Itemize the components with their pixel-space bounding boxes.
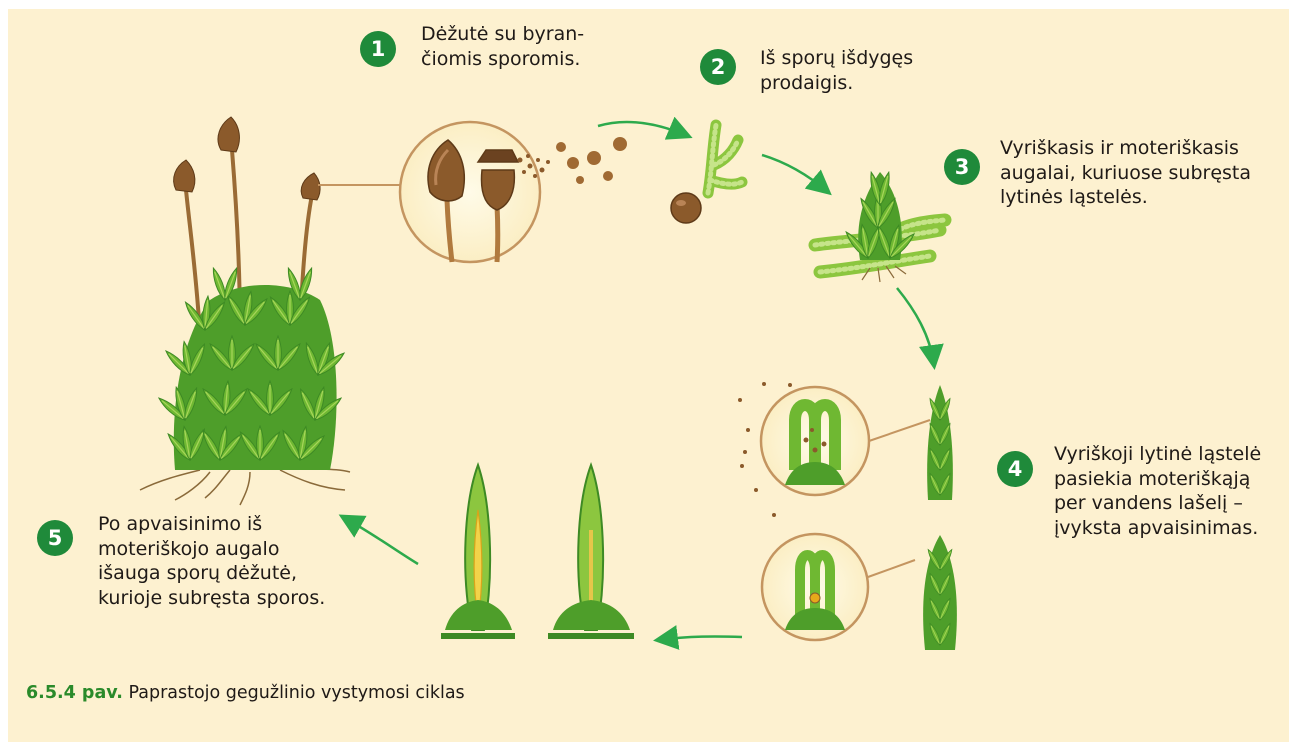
- arrow-3-to-4: [897, 288, 934, 365]
- step-2-line-2: prodaigis.: [760, 71, 913, 96]
- fertilization-closeup-top: [761, 387, 930, 495]
- step-label-5: Po apvaisinimo iš moteriškojo augalo iša…: [98, 512, 325, 610]
- step-3-line-2: augalai, kuriuose subręsta: [1000, 161, 1251, 186]
- arrow-5-to-1: [343, 517, 418, 564]
- arrow-1-to-2: [598, 122, 688, 136]
- step-label-3: Vyriškasis ir moteriškasis augalai, kuri…: [1000, 136, 1251, 210]
- spore-capsule-closeup: [400, 122, 550, 262]
- fertilization-closeup-bottom: [762, 534, 915, 640]
- step-2-line-1: Iš sporų išdygęs: [760, 46, 913, 71]
- step-5-line-3: išauga sporų dėžutė,: [98, 561, 325, 586]
- step-4-line-3: per vandens lašelį –: [1054, 491, 1261, 516]
- arrow-2-to-3: [762, 155, 828, 192]
- moss-plant-with-capsules: [140, 117, 400, 505]
- step-number-3: 3: [944, 149, 980, 185]
- step-5-line-2: moteriškojo augalo: [98, 537, 325, 562]
- step-label-4: Vyriškoji lytinė ląstelė pasiekia moteri…: [1054, 442, 1261, 540]
- figure-label: 6.5.4 pav.: [26, 683, 123, 703]
- step-1-line-2: čiomis sporomis.: [421, 47, 584, 72]
- step-label-1: Dėžutė su byran- čiomis sporomis.: [421, 22, 584, 71]
- arrow-4-to-5: [658, 636, 742, 640]
- step-3-line-3: lytinės ląstelės.: [1000, 185, 1251, 210]
- young-moss-plant: [815, 171, 945, 282]
- step-number-1: 1: [360, 31, 396, 67]
- step-number-5: 5: [37, 520, 73, 556]
- female-plant-shoot: [923, 535, 957, 650]
- step-4-line-2: pasiekia moteriškąją: [1054, 467, 1261, 492]
- step-5-line-4: kurioje subręsta sporos.: [98, 586, 325, 611]
- step-label-2: Iš sporų išdygęs prodaigis.: [760, 46, 913, 95]
- step-4-line-1: Vyriškoji lytinė ląstelė: [1054, 442, 1261, 467]
- protonema-from-spore: [671, 125, 742, 223]
- figure-caption-text: Paprastojo gegužlinio vystymosi ciklas: [128, 683, 464, 703]
- step-4-line-4: įvyksta apvaisinimas.: [1054, 516, 1261, 541]
- spores: [556, 137, 627, 184]
- step-1-line-1: Dėžutė su byran-: [421, 22, 584, 47]
- figure-caption: 6.5.4 pav. Paprastojo gegužlinio vystymo…: [26, 683, 465, 703]
- male-plant-shoot: [927, 385, 953, 500]
- step-3-line-1: Vyriškasis ir moteriškasis: [1000, 136, 1251, 161]
- step-number-2: 2: [700, 49, 736, 85]
- step-5-line-1: Po apvaisinimo iš: [98, 512, 325, 537]
- step-number-4: 4: [997, 451, 1033, 487]
- developing-capsules: [441, 465, 634, 636]
